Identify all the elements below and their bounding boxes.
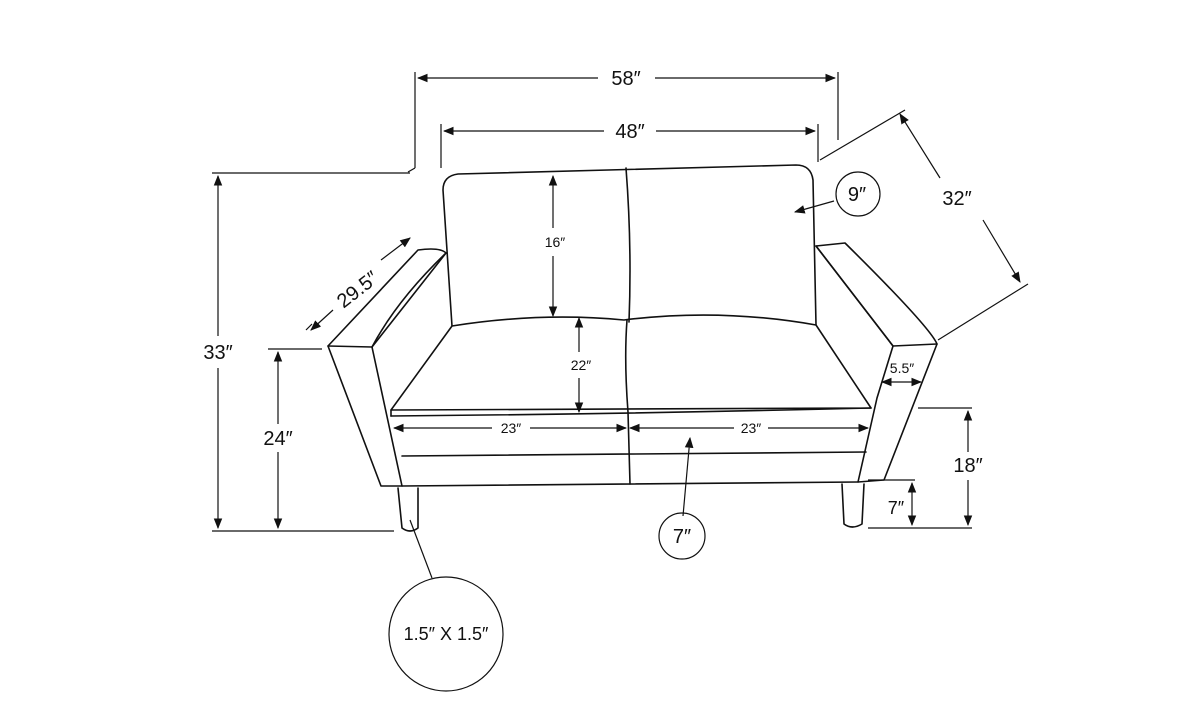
leg-size-label: 1.5″ X 1.5″ (404, 624, 489, 644)
back-cushion (442, 164, 817, 327)
left-arm-top (327, 345, 373, 348)
arm-length-label: 29.5″ (333, 267, 383, 313)
seat-front (390, 407, 872, 417)
left-arm-inner (371, 252, 447, 348)
left-leg (397, 487, 419, 532)
seat-cushion (390, 314, 872, 411)
back-height-label: 16″ (545, 234, 566, 250)
overall-width-label: 58″ (611, 68, 640, 90)
dimension-lines (212, 72, 1029, 692)
overall-height-label: 33″ (203, 342, 232, 364)
arm-height-label: 24″ (263, 428, 292, 450)
back-seam (625, 167, 631, 323)
back-thickness-label: 9″ (848, 184, 866, 206)
front-base (401, 451, 867, 457)
seat-depth-label: 22″ (571, 357, 592, 373)
back-width-label: 48″ (615, 121, 644, 143)
dimension-labels: 58″ 48″ 32″ 9″ 29.5″ 16″ 22″ 33″ 24″ 23″… (203, 68, 982, 644)
seat-width-right-label: 23″ (741, 420, 762, 436)
right-arm-top (892, 343, 938, 347)
arm-width-label: 5.5″ (890, 360, 914, 376)
seat-height-label: 18″ (953, 455, 982, 477)
front-bottom (401, 481, 859, 487)
loveseat-drawing (327, 164, 938, 532)
right-arm (815, 242, 938, 483)
depth-label: 32″ (942, 188, 971, 210)
back-thickness-callout (835, 171, 881, 217)
cushion-thickness-label: 7″ (673, 526, 691, 548)
cushion-thickness-callout (658, 512, 706, 560)
seat-seam (624, 319, 631, 485)
seat-width-left-label: 23″ (501, 420, 522, 436)
right-leg (841, 483, 865, 528)
leg-height-label: 7″ (888, 498, 905, 518)
leg-size-callout (388, 576, 504, 692)
right-arm-inner (815, 245, 894, 347)
